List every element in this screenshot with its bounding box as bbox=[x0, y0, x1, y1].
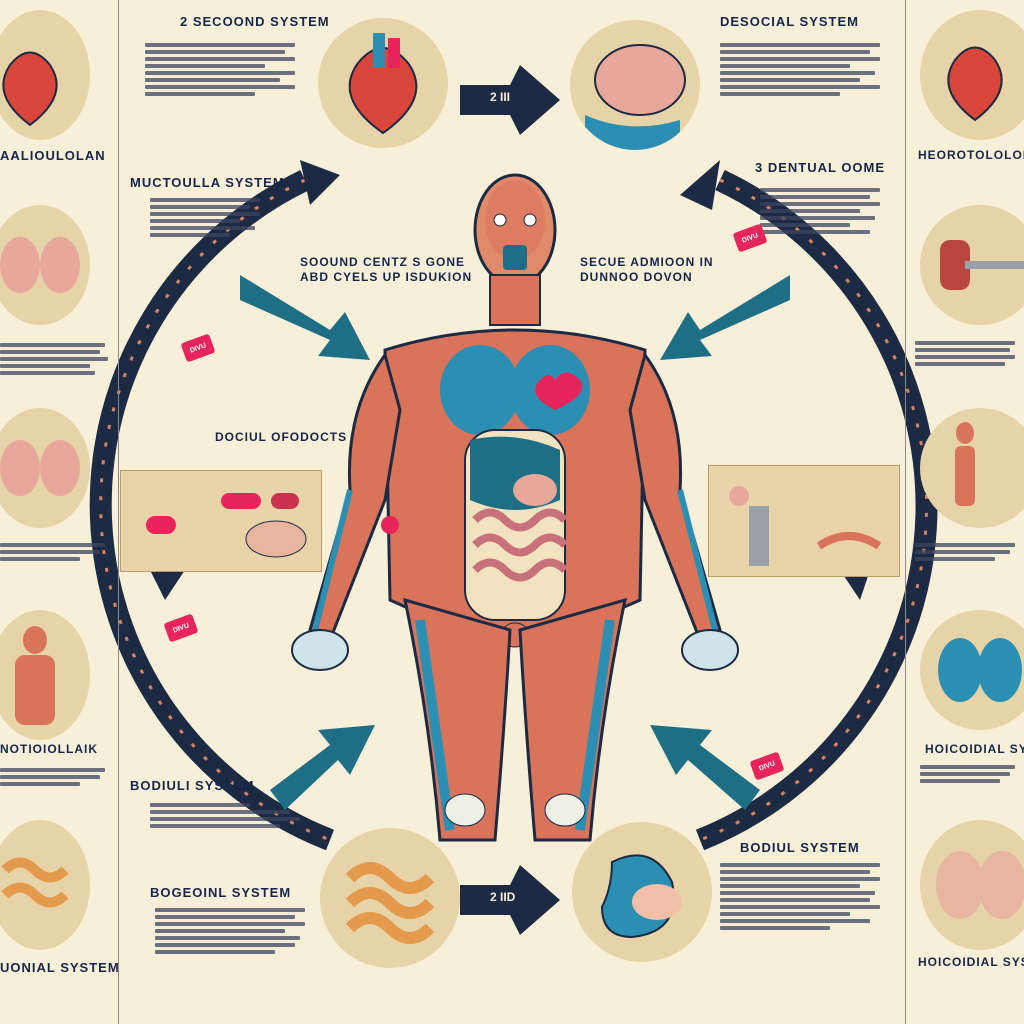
heading-right-1: HEOROTOLOLOE bbox=[918, 148, 1024, 162]
kidney-icon bbox=[0, 237, 80, 293]
heading-left-3: NOTIOIOLLAIK bbox=[0, 742, 98, 756]
heart-circle bbox=[318, 18, 448, 148]
paragraph-bottom-right bbox=[720, 860, 880, 933]
kidney-icon bbox=[0, 440, 80, 496]
pills-icon bbox=[146, 493, 307, 558]
liver-icon bbox=[585, 44, 686, 150]
left-kidney-circle bbox=[0, 205, 90, 325]
divider-right bbox=[905, 0, 906, 1024]
heading-center-right: SECUE ADMIOON IN DUNNOO DOVON bbox=[580, 255, 714, 284]
intestines bbox=[472, 508, 568, 582]
stomach-icon bbox=[600, 854, 682, 939]
paragraph-right-side-3 bbox=[920, 762, 1020, 786]
paragraph-left-4 bbox=[150, 800, 300, 831]
bottom-chevron-label: 2 IID bbox=[490, 890, 516, 904]
heading-bottom-right: BODIUL SYSTEM bbox=[740, 840, 860, 855]
left-heart-circle bbox=[0, 10, 90, 140]
heading-left-2: MUCTOULLA SYSTEM bbox=[130, 175, 285, 190]
right-lung-circle-2 bbox=[920, 820, 1024, 950]
left-leg bbox=[403, 597, 512, 842]
paragraph-left-side-3 bbox=[0, 765, 110, 789]
figure-icon bbox=[955, 422, 975, 506]
inset-pills-card bbox=[120, 470, 322, 572]
stomach bbox=[513, 474, 557, 506]
heading-left-mid: DOCIUL OFODOCTS bbox=[215, 430, 348, 444]
organ-hand-circle bbox=[570, 20, 700, 150]
heart-shape bbox=[535, 372, 583, 410]
human-figure bbox=[291, 173, 739, 842]
right-figure-circle bbox=[920, 408, 1024, 528]
paragraph-top-right bbox=[720, 40, 880, 99]
left-lung bbox=[440, 345, 520, 435]
lung-icon bbox=[936, 851, 1024, 919]
right-heart-circle bbox=[920, 10, 1024, 140]
right-lung-circle bbox=[920, 610, 1024, 730]
heading-right-3: HOICOIDIAL SYSTE bbox=[918, 955, 1024, 969]
dumbbell-icon bbox=[940, 240, 1024, 290]
heading-left-4: BODIULI SYSTEM bbox=[130, 778, 255, 793]
inset-cells-card bbox=[708, 465, 900, 577]
paragraph-mid-right bbox=[760, 185, 880, 237]
intestine-icon bbox=[345, 862, 435, 944]
paragraph-right-side-2 bbox=[915, 540, 1020, 564]
heading-center-left: SOOUND CENTZ S GONE ABD CYELS UP ISDUKIO… bbox=[300, 255, 473, 284]
top-chevron-label: 2 III bbox=[490, 90, 511, 104]
stomach-circle bbox=[572, 822, 712, 962]
intestine-icon bbox=[1, 857, 69, 908]
right-leg bbox=[518, 597, 627, 842]
left-intestine-circle bbox=[0, 820, 90, 950]
lung-icon bbox=[938, 638, 1022, 702]
cells-icon bbox=[729, 486, 882, 566]
paragraph-left-side-1 bbox=[0, 340, 110, 378]
left-kidney-circle-2 bbox=[0, 408, 90, 528]
heart-icon bbox=[348, 33, 418, 135]
paragraph-left-2 bbox=[150, 195, 260, 240]
heading-top-right: DESOCIAL SYSTEM bbox=[720, 14, 860, 29]
heart-icon bbox=[947, 46, 1003, 122]
muscle-figure-icon bbox=[15, 626, 55, 725]
intestine-circle bbox=[320, 828, 460, 968]
heading-left-5: BOGEOINL SYSTEM bbox=[150, 885, 292, 900]
paragraph-top-left bbox=[145, 40, 295, 99]
left-muscle-circle bbox=[0, 610, 90, 740]
heart-icon bbox=[2, 51, 58, 127]
divider-left bbox=[118, 0, 119, 1024]
heading-left-1: AALIOULOLAN bbox=[0, 148, 106, 163]
heading-left-6: UONIAL SYSTEM bbox=[0, 960, 120, 975]
right-dumbbell-circle bbox=[920, 205, 1024, 325]
heading-right-2: HOICOIDIAL SYSTE bbox=[925, 742, 1024, 756]
paragraph-left-5 bbox=[155, 905, 305, 957]
heading-mid-right: 3 DENTUAL OOME bbox=[755, 160, 886, 175]
paragraph-right-side-1 bbox=[915, 338, 1020, 369]
paragraph-left-side-2 bbox=[0, 540, 110, 564]
heading-top-center-left: 2 SECOOND SYSTEM bbox=[180, 14, 330, 29]
